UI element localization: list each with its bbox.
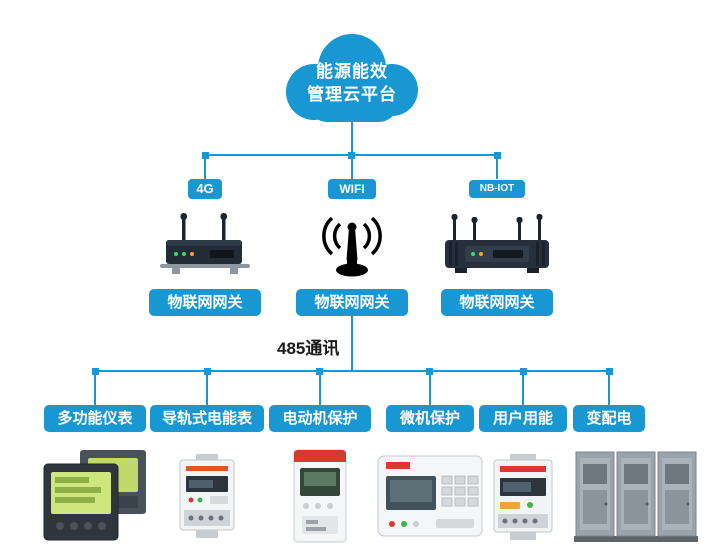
connector-bottom-bus	[94, 370, 610, 372]
junction-node	[204, 368, 211, 375]
terminal-label-motor-protector: 电动机保护	[269, 405, 371, 432]
badge-4g: 4G	[188, 179, 222, 199]
connector-drop-wifi	[351, 156, 353, 179]
user-energy-meter-icon	[488, 452, 558, 542]
connector-drop-nbiot	[496, 156, 498, 179]
microcomputer-protector-icon	[376, 452, 484, 540]
badge-nb-iot: NB-IOT	[469, 180, 525, 198]
terminal-label-user-energy: 用户用能	[479, 405, 567, 432]
multifunction-meter-icon	[42, 448, 150, 542]
badge-wifi: WIFI	[328, 179, 376, 199]
connector-drop-4g	[204, 156, 206, 179]
terminal-label-multifunction-meter: 多功能仪表	[44, 405, 146, 432]
connector-drop-terminal-6	[608, 372, 610, 405]
cloud-icon	[286, 34, 418, 122]
junction-node	[348, 152, 355, 159]
terminal-label-micro-protector: 微机保护	[386, 405, 474, 432]
junction-node	[202, 152, 209, 159]
connector-drop-terminal-1	[94, 372, 96, 405]
junction-node	[316, 368, 323, 375]
connector-cloud-drop	[351, 120, 353, 156]
cloud-title-line1: 能源能效	[316, 62, 388, 81]
cloud-platform: 能源能效 管理云平台	[272, 26, 432, 132]
gateway-label-wifi: 物联网网关	[296, 289, 408, 316]
nb-iot-router-icon	[437, 214, 557, 280]
din-rail-energy-meter-icon	[172, 452, 242, 542]
junction-node	[606, 368, 613, 375]
terminal-label-din-rail-meter: 导轨式电能表	[150, 405, 264, 432]
wifi-antenna-icon	[320, 214, 384, 284]
gateway-label-nb-iot: 物联网网关	[441, 289, 553, 316]
junction-node	[426, 368, 433, 375]
connector-gateway-to-bus	[351, 316, 353, 371]
junction-node	[92, 368, 99, 375]
connector-drop-terminal-4	[429, 372, 431, 405]
cloud-title-line2: 管理云平台	[307, 85, 397, 104]
junction-node	[494, 152, 501, 159]
power-distribution-cabinet-icon	[572, 448, 700, 544]
connector-drop-terminal-2	[206, 372, 208, 405]
junction-node	[520, 368, 527, 375]
connector-drop-terminal-3	[319, 372, 321, 405]
cloud-platform-title: 能源能效 管理云平台	[272, 60, 432, 106]
connector-drop-terminal-5	[522, 372, 524, 405]
gateway-label-4g: 物联网网关	[149, 289, 261, 316]
4g-router-icon	[152, 212, 258, 286]
bus-485-label: 485通讯	[277, 339, 340, 358]
terminal-label-power-distribution: 变配电	[573, 405, 645, 432]
motor-protector-icon	[288, 446, 352, 546]
